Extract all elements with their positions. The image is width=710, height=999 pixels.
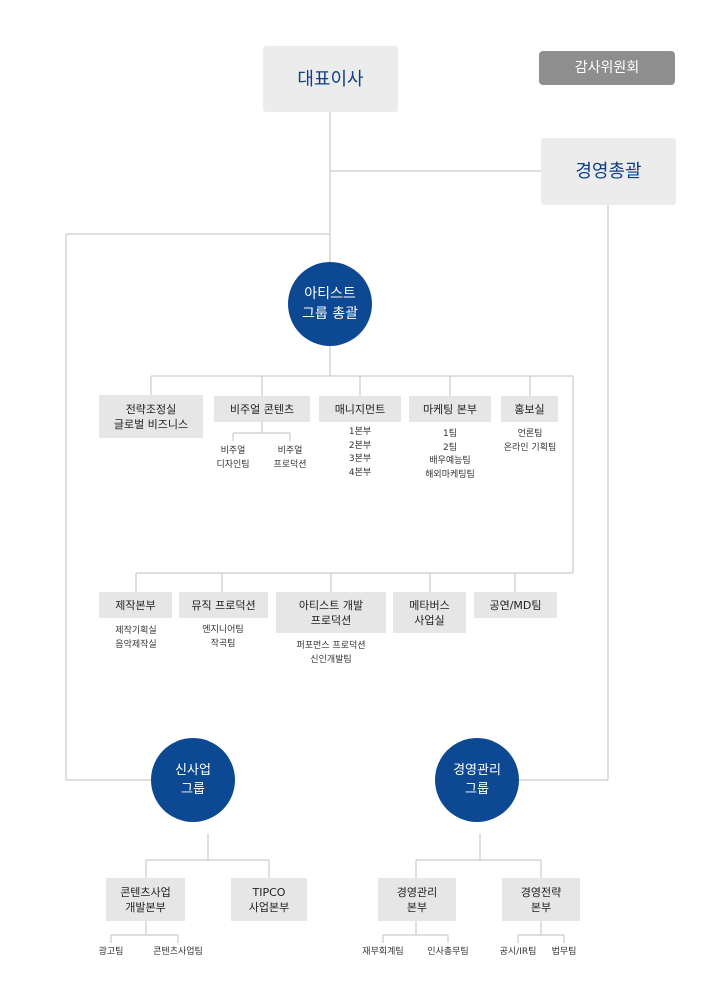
visual-production-team: 비주얼 프로덕션 <box>273 446 307 470</box>
management-division-box: 매니지먼트 <box>319 396 401 422</box>
hr-team: 인사총무팀 <box>427 947 469 957</box>
visual-design-team: 비주얼 디자인팀 <box>216 446 250 470</box>
music-production-sub-list: 엔지니어팀 작곡팀 <box>202 625 244 649</box>
artist-development-sub-list: 퍼포먼스 프로덕션 신인개발팀 <box>296 641 366 665</box>
management-strategy-box: 경영전략 본부 <box>502 878 580 921</box>
pr-sub-list: 언론팀 온라인 기획팀 <box>503 429 557 453</box>
management-admin-box: 경영관리 본부 <box>378 878 456 921</box>
production-sub-list: 제작기획실 음악제작실 <box>115 626 157 650</box>
pr-office-box: 홍보실 <box>501 396 558 422</box>
ceo-box: 대표이사 <box>263 46 398 112</box>
content-business-box: 콘텐츠사업 개발본부 <box>106 878 185 921</box>
production-division-box: 제작본부 <box>99 592 172 618</box>
management-general-box: 경영총괄 <box>541 138 676 205</box>
visual-content-box: 비주얼 콘텐츠 <box>214 396 310 422</box>
tipco-box: TIPCO 사업본부 <box>231 878 307 921</box>
metaverse-office-box: 메타버스 사업실 <box>393 592 466 633</box>
legal-team: 법무팀 <box>551 947 577 957</box>
music-production-box: 뮤직 프로덕션 <box>179 592 268 618</box>
artist-development-box: 아티스트 개발 프로덕션 <box>276 592 386 633</box>
marketing-division-box: 마케팅 본부 <box>409 396 491 422</box>
artist-group-circle: 아티스트 그룹 총괄 <box>288 262 372 346</box>
new-business-group-circle: 신사업 그룹 <box>151 738 235 822</box>
content-business-team: 콘텐츠사업팀 <box>153 947 203 957</box>
ir-team: 공시/IR팀 <box>499 947 537 957</box>
marketing-sub-list: 1팀 2팀 배우예능팀 해외마케팅팀 <box>425 429 475 480</box>
concert-md-box: 공연/MD팀 <box>474 592 557 618</box>
strategy-global-box: 전략조정실 글로벌 비즈니스 <box>99 395 203 438</box>
management-group-circle: 경영관리 그룹 <box>435 738 519 822</box>
management-sub-list: 1본부 2본부 3본부 4본부 <box>348 427 372 478</box>
ad-team: 광고팀 <box>98 947 124 957</box>
audit-committee-box: 감사위원회 <box>539 51 675 85</box>
finance-team: 재무회계팀 <box>362 947 404 957</box>
